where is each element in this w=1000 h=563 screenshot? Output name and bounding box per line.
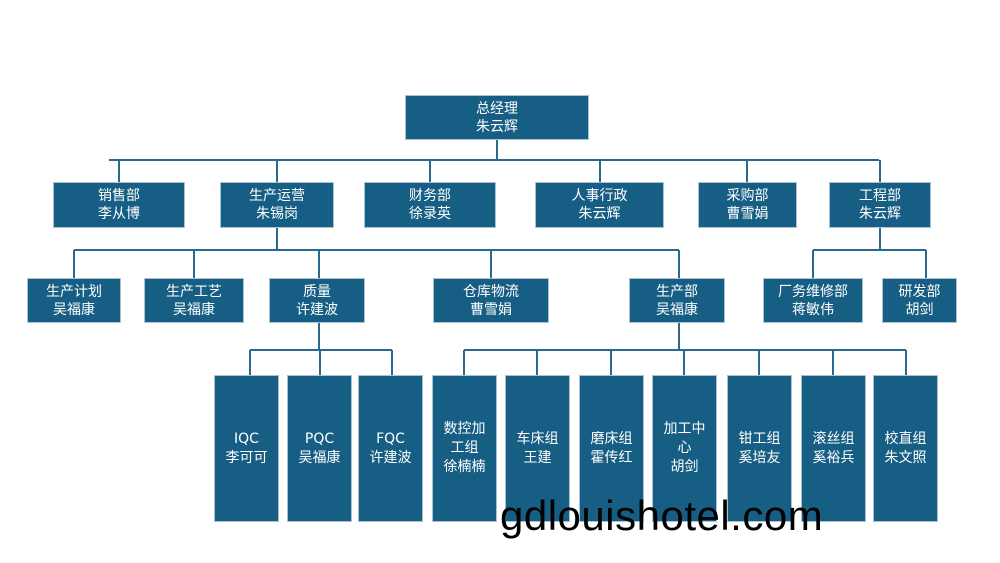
node-production-ops[interactable]: 生产运营朱锡岗	[220, 182, 334, 228]
node-name: 胡剑	[905, 301, 934, 318]
node-title: 校直组	[884, 430, 927, 447]
node-title: 质量	[303, 283, 331, 300]
node-name: 吴福康	[173, 301, 215, 318]
node-name: 朱云辉	[476, 118, 518, 135]
node-title: 生产计划	[46, 283, 102, 300]
node-name: 李从博	[98, 206, 140, 222]
node-hr-admin[interactable]: 人事行政朱云辉	[535, 182, 664, 228]
node-title: 滚丝组	[812, 430, 855, 447]
node-grinding-group[interactable]: 磨床组霍传红	[579, 375, 644, 522]
node-fqc[interactable]: FQC 许建波	[358, 375, 423, 522]
node-name: 朱锡岗	[256, 206, 298, 222]
node-lathe-group[interactable]: 车床组王建	[505, 375, 570, 522]
node-name: 奚培友	[738, 449, 781, 466]
watermark: gdlouishotel.com	[500, 492, 824, 539]
node-name: 曹雪娟	[726, 206, 769, 222]
node-title: 研发部	[898, 283, 941, 300]
node-facility-maintenance[interactable]: 厂务维修部蒋敏伟	[763, 278, 863, 323]
node-title: 仓库物流	[463, 283, 519, 300]
node-rnd[interactable]: 研发部胡剑	[882, 278, 957, 323]
node-title: 销售部	[98, 188, 140, 204]
node-title: 数控加工组	[443, 421, 486, 456]
node-title: PQC	[304, 430, 335, 447]
node-title: 采购部	[726, 188, 769, 204]
node-name: 王建	[523, 449, 552, 466]
node-name: 许建波	[369, 449, 412, 466]
node-name: 胡剑	[670, 459, 699, 475]
node-title: 生产工艺	[166, 283, 222, 300]
node-title: FQC	[376, 430, 405, 447]
node-name: 奚裕兵	[812, 449, 855, 466]
node-name: 徐楠楠	[443, 459, 486, 475]
node-name: 吴福康	[298, 449, 341, 466]
node-production-planning[interactable]: 生产计划吴福康	[27, 278, 121, 323]
node-general-manager[interactable]: 总经理朱云辉	[405, 95, 589, 140]
node-title: 财务部	[409, 188, 451, 204]
node-iqc[interactable]: IQC 李可可	[214, 375, 279, 522]
node-name: 许建波	[296, 301, 338, 318]
node-straightening-group[interactable]: 校直组朱文照	[873, 375, 938, 522]
node-title: 加工中心	[663, 421, 706, 456]
node-title: 工程部	[859, 188, 901, 204]
node-name: 徐录英	[409, 206, 451, 222]
node-name: 蒋敏伟	[792, 301, 834, 318]
node-name: 吴福康	[656, 301, 698, 318]
node-name: 朱云辉	[859, 206, 901, 222]
node-fitter-group[interactable]: 钳工组奚培友	[727, 375, 792, 522]
node-engineering[interactable]: 工程部朱云辉	[829, 182, 931, 228]
node-name: 吴福康	[53, 301, 95, 318]
node-machining-center[interactable]: 加工中心胡剑	[652, 375, 717, 522]
node-title: 钳工组	[738, 430, 781, 447]
node-pqc[interactable]: PQC 吴福康	[287, 375, 352, 522]
node-title: 生产运营	[249, 188, 305, 204]
node-sales[interactable]: 销售部李从博	[53, 182, 185, 228]
node-cnc-group[interactable]: 数控加工组徐楠楠	[432, 375, 497, 522]
node-title: 生产部	[656, 283, 698, 300]
node-production-process[interactable]: 生产工艺吴福康	[144, 278, 244, 323]
node-purchasing[interactable]: 采购部曹雪娟	[698, 182, 797, 228]
node-finance[interactable]: 财务部徐录英	[364, 182, 496, 228]
node-warehouse-logistics[interactable]: 仓库物流曹雪娟	[433, 278, 549, 323]
node-name: 霍传红	[590, 449, 633, 466]
node-title: IQC	[234, 430, 259, 447]
node-production-dept[interactable]: 生产部吴福康	[629, 278, 725, 323]
node-title: 总经理	[476, 100, 518, 117]
node-name: 朱云辉	[578, 206, 621, 222]
node-name: 朱文照	[884, 449, 927, 466]
node-title: 人事行政	[571, 188, 628, 204]
node-title: 磨床组	[590, 430, 633, 447]
node-name: 曹雪娟	[470, 301, 512, 318]
node-quality[interactable]: 质量许建波	[269, 278, 365, 323]
node-title: 车床组	[516, 430, 559, 447]
node-title: 厂务维修部	[778, 283, 848, 300]
node-thread-rolling-group[interactable]: 滚丝组奚裕兵	[801, 375, 866, 522]
node-name: 李可可	[225, 449, 268, 466]
